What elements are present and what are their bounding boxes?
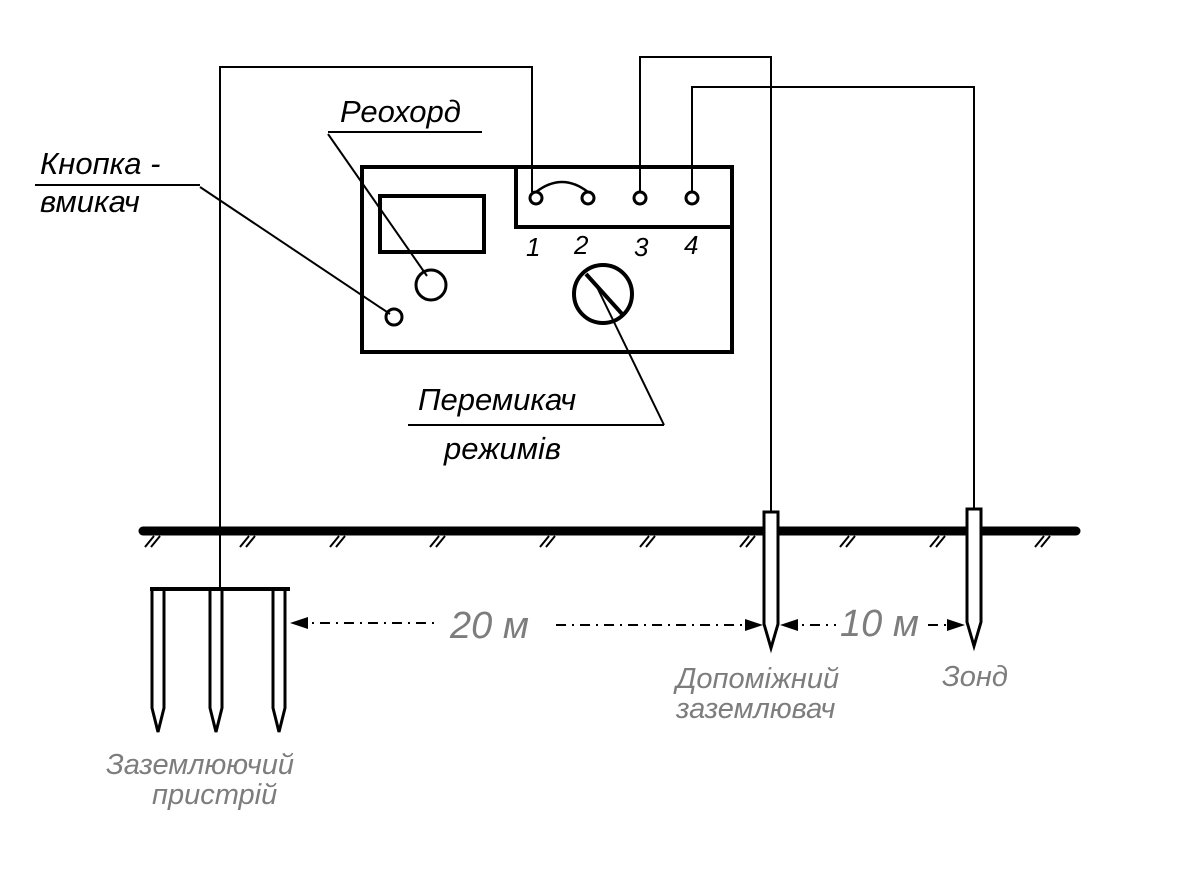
label-zond: Зонд [942,661,1008,693]
grounding-device [150,587,290,733]
power-button [384,307,404,327]
label-dopomizhnyi-line2: заземлювач [675,693,835,725]
distance-label-20: 20 м [449,605,529,647]
terminals [528,180,700,206]
ground-surface [138,526,1081,548]
arrow-10-left [780,619,798,631]
arrow-10-right [947,619,965,631]
terminal-3 [632,190,648,206]
terminal-number-4: 4 [684,230,698,260]
arrow-20-left [290,617,308,629]
leader-lines [35,131,665,426]
label-knopka-line1: Кнопка - [40,146,160,181]
terminal-4 [684,190,700,206]
terminal-number-3: 3 [634,232,649,262]
grounding-rod-1 [150,589,166,733]
mode-switch-pointer [584,272,625,317]
instrument [360,165,734,354]
ground-hatching [144,535,1051,548]
terminal-1 [528,190,544,206]
reokhord-leader [327,133,428,277]
reokhord-knob [414,268,448,302]
terminal-number-1: 1 [526,232,540,262]
wire-to-grounding-device [219,66,533,588]
label-zazemliuiuchyi-line1: Заземлюючий [106,749,294,781]
dimension-lines [290,617,965,631]
label-knopka-line2: вмикач [40,184,140,219]
terminal-block [514,165,734,229]
label-peremykach-line1: Перемикач [418,382,576,417]
terminal-jumper [535,180,589,193]
instrument-display [378,194,486,254]
grounding-rod-3 [271,589,287,733]
terminal-numbers: 1 2 3 4 [526,230,698,262]
wire-to-auxiliary-electrode [639,56,772,512]
wires [219,56,975,588]
electrodes [762,507,983,654]
wire-to-probe [691,86,975,510]
controls [384,263,634,327]
auxiliary-electrode [762,510,780,654]
label-dopomizhnyi-line1: Допоміжний [673,663,839,695]
terminal-2 [580,190,596,206]
distance-label-10: 10 м [840,603,919,645]
peremykach-leader [595,284,665,426]
terminal-number-2: 2 [573,230,589,260]
arrow-20-right [745,619,763,631]
label-zazemliuiuchyi-line2: пристрій [152,779,277,811]
probe-electrode [965,507,983,652]
label-reokhord: Реохорд [340,94,461,129]
mode-switch-dial [572,263,634,325]
label-peremykach-line2: режимів [443,431,561,466]
knopka-leader [199,186,391,315]
grounding-rod-2 [208,589,224,733]
labels: Реохорд Кнопка - вмикач Перемикач режимі… [40,94,1008,811]
